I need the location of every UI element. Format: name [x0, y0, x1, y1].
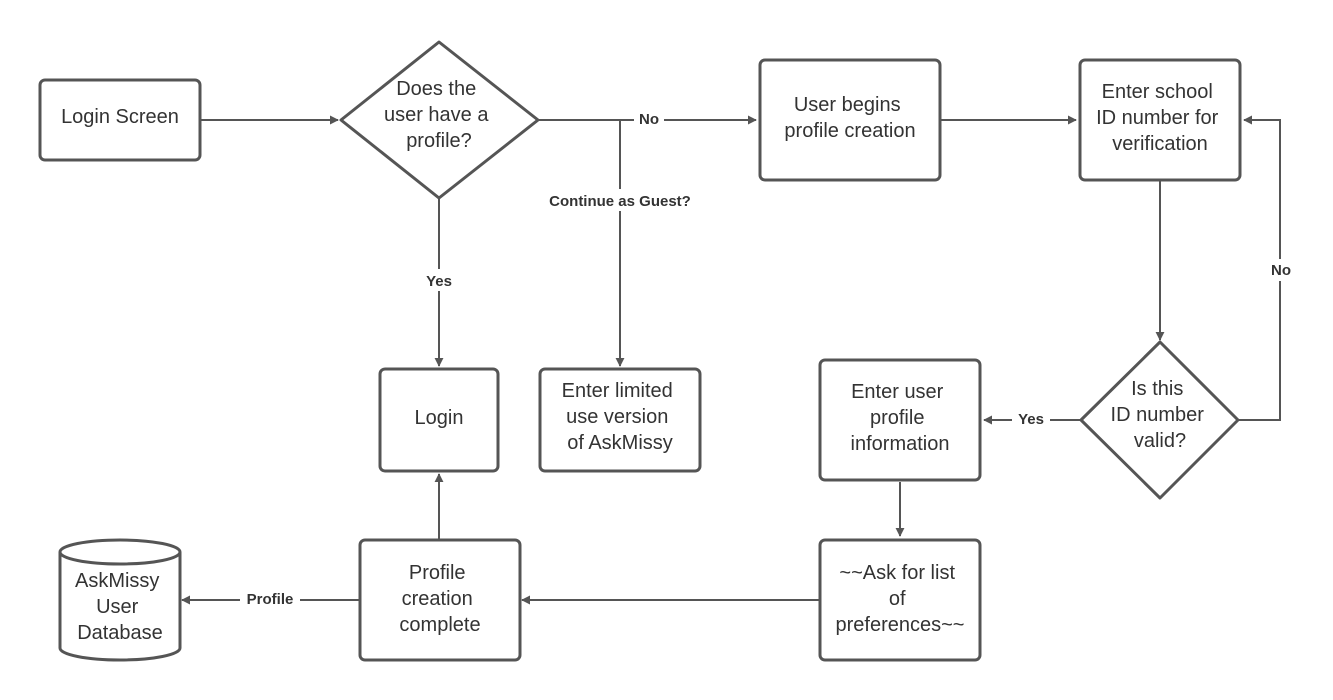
decision-has-profile-label: Does the user have a profile? [384, 78, 494, 152]
node-login-screen-label: Login Screen [61, 106, 179, 128]
node-enter-profile-info-label: Enter user profile information [851, 381, 950, 455]
edge-label-profile: Profile [247, 591, 294, 608]
connectors [181, 115, 1281, 605]
node-login-label: Login [415, 407, 464, 429]
node-enter-school-id-label: Enter school ID number for verification [1096, 81, 1224, 155]
edge-label-id-invalid: No [1271, 262, 1291, 279]
node-enter-school-id: Enter school ID number for verification [1078, 58, 1242, 182]
node-database: AskMissy User Database [58, 538, 182, 662]
node-login: Login [378, 367, 500, 473]
decision-id-valid: Is this ID number valid? [1079, 340, 1240, 500]
node-ask-preferences: ~~Ask for list of preferences~~ [818, 538, 982, 662]
node-begin-profile-label: User begins profile creation [784, 94, 915, 142]
decision-has-profile: Does the user have a profile? [339, 40, 540, 200]
edge-label-no-profile: No [639, 111, 659, 128]
node-limited-use-label: Enter limited use version of AskMissy [562, 380, 679, 454]
edge-label-yes-profile: Yes [426, 273, 452, 290]
edge-labels: No Continue as Guest? Yes No Yes Profile [240, 109, 1296, 611]
node-begin-profile: User begins profile creation [758, 58, 942, 182]
node-ask-preferences-label: ~~Ask for list of preferences~~ [836, 562, 965, 636]
node-login-screen: Login Screen [38, 78, 202, 162]
node-profile-complete: Profile creation complete [358, 538, 522, 662]
node-enter-profile-info: Enter user profile information [818, 358, 982, 482]
edge-guest-to-limited [538, 119, 625, 367]
edge-label-continue-guest: Continue as Guest? [549, 193, 691, 210]
node-database-label: AskMissy User Database [75, 570, 165, 644]
node-limited-use: Enter limited use version of AskMissy [538, 367, 702, 473]
edge-label-id-valid: Yes [1018, 411, 1044, 428]
node-profile-complete-label: Profile creation complete [399, 562, 480, 636]
decision-id-valid-label: Is this ID number valid? [1111, 378, 1210, 452]
